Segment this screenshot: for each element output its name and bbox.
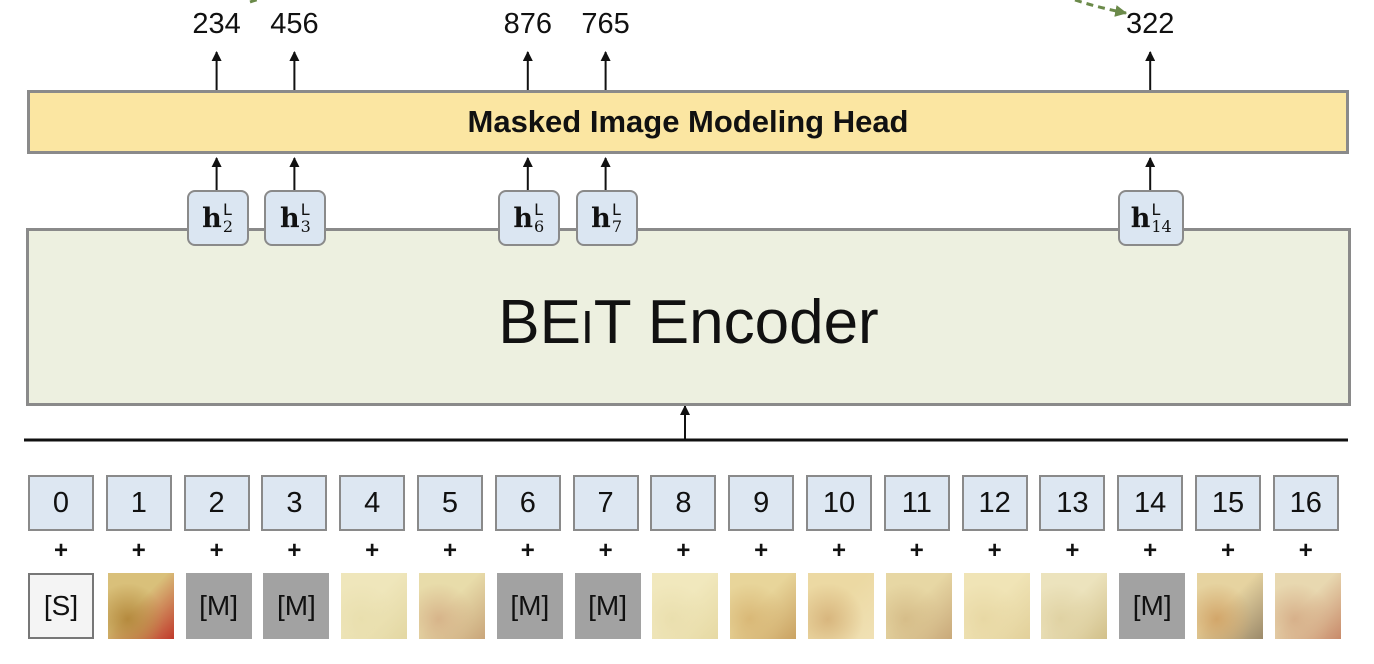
image-patch-9 — [730, 573, 797, 639]
image-patch-1 — [107, 573, 174, 639]
masked-patch-3: [M] — [263, 573, 330, 639]
image-patch-12 — [963, 573, 1030, 639]
mim-head: Masked Image Modeling Head — [27, 90, 1349, 154]
plus-sign-6: + — [520, 537, 535, 564]
hidden-state-subscript: 3 — [300, 217, 311, 236]
image-patch-15 — [1197, 573, 1263, 639]
plus-sign-9: + — [754, 537, 769, 564]
image-patch-10 — [808, 573, 874, 639]
position-embedding-8: 8 — [650, 475, 717, 531]
hidden-state-superscript: L — [300, 200, 311, 219]
position-embedding-9: 9 — [728, 475, 795, 531]
position-embedding-1: 1 — [105, 475, 172, 531]
dashed-arrow-left-fragment — [249, 0, 261, 4]
plus-sign-2: + — [209, 537, 224, 564]
hidden-state-subscript: 14 — [1151, 217, 1172, 236]
mim-head-label: Masked Image Modeling Head — [467, 104, 909, 139]
output-token-6: 876 — [503, 8, 552, 40]
image-patch-16 — [1274, 573, 1341, 639]
output-token-3: 456 — [270, 8, 319, 40]
image-patch-11 — [885, 573, 952, 639]
plus-sign-0: + — [53, 537, 68, 564]
hidden-state-superscript: L — [1151, 200, 1161, 219]
plus-sign-11: + — [909, 537, 924, 564]
masked-patch-6: [M] — [496, 573, 563, 639]
plus-sign-10: + — [831, 537, 846, 564]
plus-sign-5: + — [442, 537, 457, 564]
position-embedding-4: 4 — [339, 475, 406, 531]
masked-patch-2: [M] — [185, 573, 252, 639]
masked-patch-7: [M] — [574, 573, 641, 639]
dashed-arrow-right-fragment — [1074, 0, 1128, 17]
position-embedding-16: 16 — [1272, 475, 1339, 531]
plus-sign-8: + — [676, 537, 691, 564]
plus-sign-7: + — [598, 537, 613, 564]
plus-sign-3: + — [287, 537, 302, 564]
hidden-state-superscript: L — [222, 200, 233, 219]
hidden-state-symbol: h — [591, 202, 611, 234]
plus-sign-4: + — [365, 537, 380, 564]
special-token-0: [S] — [28, 573, 94, 639]
hidden-state-symbol: h — [202, 202, 222, 234]
position-embedding-14: 14 — [1117, 475, 1184, 531]
hidden-state-superscript: L — [534, 200, 544, 219]
output-token-14: 322 — [1125, 8, 1175, 40]
output-token-2: 234 — [192, 8, 241, 40]
position-embedding-0: 0 — [28, 475, 94, 531]
plus-sign-15: + — [1220, 537, 1235, 564]
hidden-state-symbol: h — [513, 202, 534, 234]
position-embedding-2: 2 — [183, 475, 250, 531]
plus-sign-1: + — [131, 537, 146, 564]
image-patch-13 — [1041, 573, 1108, 639]
plus-sign-13: + — [1065, 537, 1080, 564]
position-embedding-3: 3 — [261, 475, 328, 531]
plus-sign-12: + — [987, 537, 1002, 564]
position-embedding-5: 5 — [417, 475, 483, 531]
plus-sign-14: + — [1143, 537, 1158, 564]
hidden-state-symbol: h — [1130, 202, 1151, 234]
position-embedding-12: 12 — [961, 475, 1028, 531]
hidden-state-subscript: 7 — [611, 217, 622, 236]
hidden-state-superscript: L — [611, 200, 622, 219]
hidden-state-subscript: 2 — [222, 217, 233, 236]
position-embedding-13: 13 — [1039, 475, 1106, 531]
hidden-state-subscript: 6 — [534, 217, 545, 236]
plus-sign-16: + — [1298, 537, 1313, 564]
image-patch-5 — [419, 573, 485, 639]
encoder-label: BEIT Encoder — [498, 287, 879, 357]
position-embedding-6: 6 — [494, 475, 561, 531]
image-patch-8 — [652, 573, 719, 639]
image-patch-4 — [341, 573, 408, 639]
beit-encoder: BEIT Encoder — [26, 228, 1351, 406]
masked-patch-14: [M] — [1119, 573, 1186, 639]
position-embedding-10: 10 — [806, 475, 872, 531]
output-token-7: 765 — [581, 8, 630, 40]
position-embedding-15: 15 — [1195, 475, 1261, 531]
position-embedding-7: 7 — [572, 475, 639, 531]
hidden-state-symbol: h — [279, 202, 300, 234]
position-embedding-11: 11 — [883, 475, 950, 531]
